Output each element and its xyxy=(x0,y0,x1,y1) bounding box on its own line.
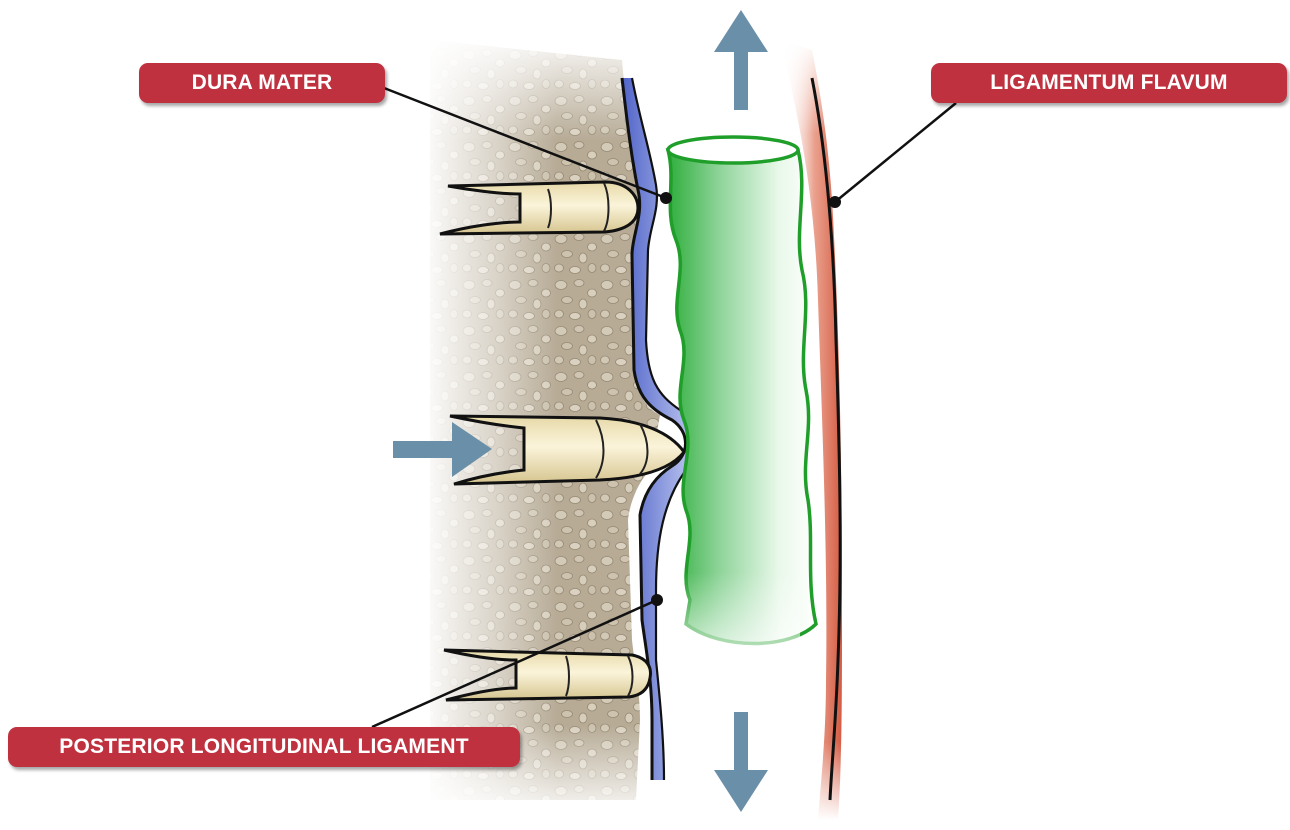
pll-pointer-dot xyxy=(651,594,663,606)
dura-mater-label: DURA MATER xyxy=(139,63,385,103)
ligamentum-flavum-pointer-dot xyxy=(829,196,841,208)
ligamentum-flavum-label: LIGAMENTUM FLAVUM xyxy=(931,63,1287,103)
spinal-cord xyxy=(660,130,816,650)
posterior-longitudinal-ligament-label: POSTERIOR LONGITUDINAL LIGAMENT xyxy=(8,727,520,767)
dura-mater-pointer-dot xyxy=(660,192,672,204)
ligamentum-flavum-leader xyxy=(835,103,956,202)
